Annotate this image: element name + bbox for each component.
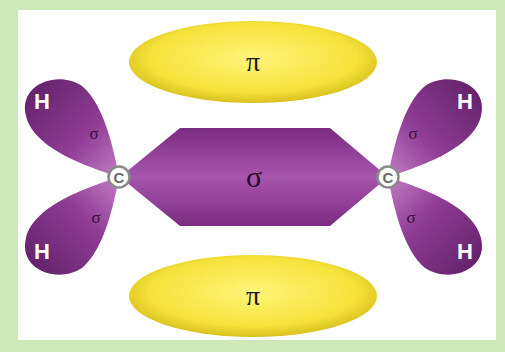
pi-bond-lobe: π: [128, 254, 378, 338]
bond-label: σ: [408, 124, 417, 144]
atom-or-bond-label: H: [34, 89, 50, 115]
atom-or-bond-label: H: [34, 239, 50, 265]
bond-label: σ: [406, 208, 415, 228]
pi-bond-lobe: π: [128, 20, 378, 104]
carbon-atom: C: [107, 165, 131, 189]
atom-or-bond-label: H: [457, 239, 473, 265]
atom-or-bond-label: H: [457, 89, 473, 115]
c-c-sigma-bond: σ: [118, 126, 390, 228]
atom-or-bond-label: π: [246, 280, 260, 312]
carbon-atom: C: [376, 165, 400, 189]
bond-label: σ: [91, 208, 100, 228]
atom-or-bond-label: π: [246, 46, 260, 78]
atom-or-bond-label: C: [383, 169, 394, 186]
atom-or-bond-label: C: [114, 169, 125, 186]
bond-label: σ: [89, 124, 98, 144]
atom-or-bond-label: σ: [246, 160, 262, 194]
